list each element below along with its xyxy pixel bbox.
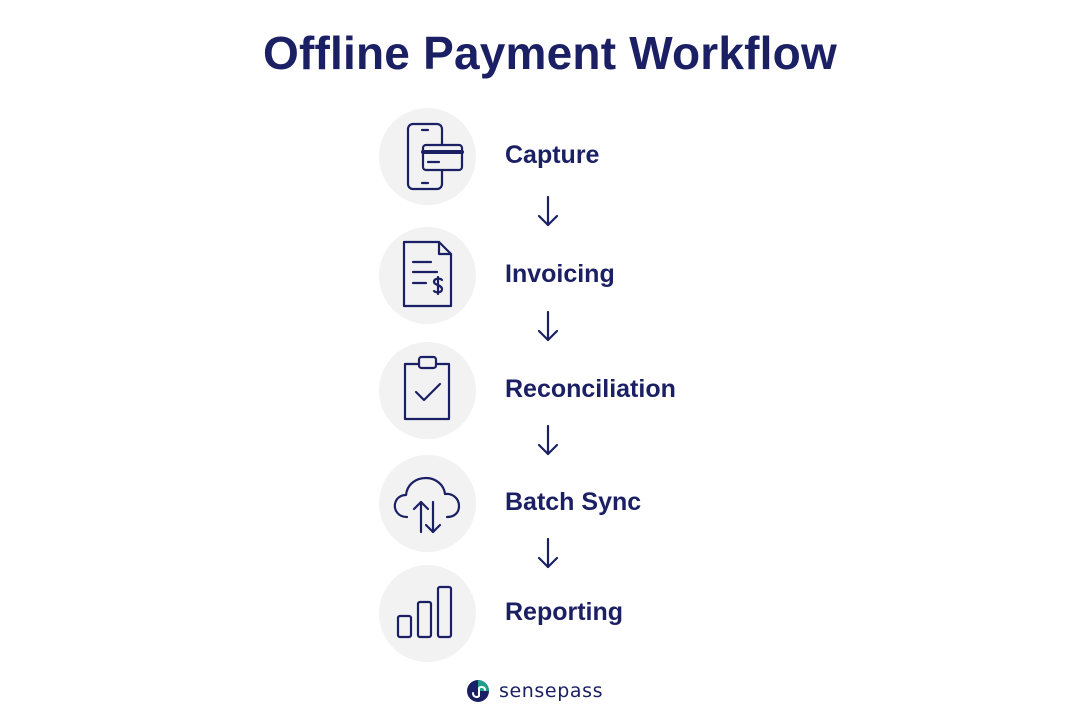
invoice-document-icon <box>402 240 453 308</box>
step-reporting-circle <box>379 565 476 662</box>
step-reporting-label: Reporting <box>505 598 624 626</box>
step-invoicing-label: Invoicing <box>505 260 615 288</box>
arrow-down-icon <box>537 537 559 569</box>
step-reconciliation-circle <box>379 342 476 439</box>
cloud-sync-icon <box>393 476 461 534</box>
arrow-down-icon <box>537 424 559 456</box>
step-invoicing-circle <box>379 227 476 324</box>
step-batch-sync-label: Batch Sync <box>505 488 642 516</box>
step-batch-sync-circle <box>379 455 476 552</box>
sensepass-logo-icon <box>467 680 489 702</box>
step-reconciliation-label: Reconciliation <box>505 375 676 403</box>
diagram-title: Offline Payment Workflow <box>263 27 837 79</box>
clipboard-check-icon <box>403 355 451 421</box>
mobile-card-payment-icon <box>406 122 464 191</box>
arrow-down-icon <box>537 195 559 227</box>
brand-name: sensepass <box>499 680 604 702</box>
brand-footer: sensepass <box>466 676 603 706</box>
step-capture-label: Capture <box>505 141 600 169</box>
bar-chart-icon <box>396 585 453 639</box>
step-capture-circle <box>379 108 476 205</box>
arrow-down-icon <box>537 310 559 342</box>
